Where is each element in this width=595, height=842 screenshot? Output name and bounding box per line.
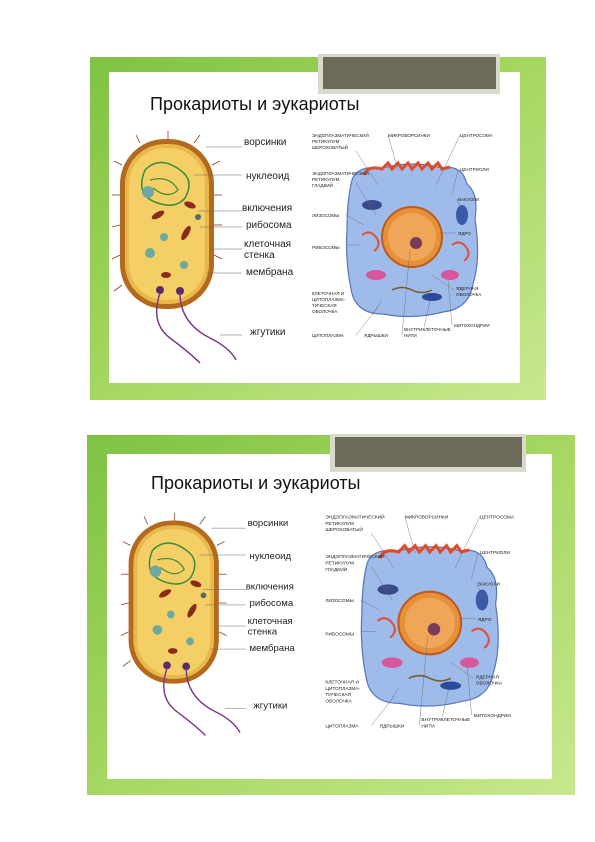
label-vacuoles: ВАКУОЛИ [478,581,501,587]
label-membrane-4: ОБОЛОЧКА [325,698,352,704]
label-centrioles: ЦЕНТРИОЛИ [460,167,489,172]
label-flagella: жгутики [253,701,287,712]
label-cell-wall-1: клеточная [244,239,291,250]
label-er-rough-1: ЭНДОПЛАЗМАТИЧЕСКИЙ [325,513,385,521]
label-microvilli: МИКРОВОРСИНКИ [388,133,430,138]
label-membrane-1: КЛЕТОЧНАЯ И [312,291,344,296]
label-nuclear-envelope-2: ОБОЛОЧКА [456,292,482,297]
label-lysosomes: ЛИЗОСОМЫ [325,598,354,604]
label-er-smooth-2: РЕТИКУЛУМ [312,177,340,182]
eukaryote-cell [345,160,479,318]
label-filaments-2: НИТИ [421,723,435,729]
prokaryote-diagram: ворсинки нуклеоид включения рибосома кле… [111,131,294,364]
label-vacuoles: ВАКУОЛИ [458,197,479,202]
label-er-rough-2: РЕТИКУЛУМ [312,139,340,144]
label-membrane-3: ТИЧЕСКАЯ [325,692,351,698]
label-membrane: мембрана [246,266,294,278]
label-membrane-2: ЦИТОПЛАЗМА- [312,297,346,302]
label-centrosome: ЦЕНТРОСОМА [460,133,494,138]
label-microvilli: МИКРОВОРСИНКИ [405,515,449,521]
label-filaments-1: ВНУТРИКЛЕТОЧНЫЕ [404,327,451,332]
label-er-rough-3: ШЕРОХОВАТЫЙ [312,143,348,150]
label-ribosomes: РИБОСОМЫ [325,632,354,638]
label-nucleus: ЯДРО [478,617,492,623]
label-ribosomes: РИБОСОМЫ [312,245,340,250]
label-mitochondria: МИТОХОНДРИИ [454,323,490,328]
label-nuclear-envelope-2: ОБОЛОЧКА [476,681,503,687]
label-cell-wall-2: стенка [244,250,275,261]
label-nuclear-envelope-1: ЯДЕРНАЯ [476,674,500,680]
page-title: Прокариоты и эукариоты [151,473,361,493]
label-er-smooth-1: ЭНДОПЛАЗМАТИЧЕСКИЙ [312,169,369,176]
slide-1: Прокариоты и эукариоты [0,0,595,420]
tab-block [335,437,522,467]
label-membrane-3: ТИЧЕСКАЯ [312,303,337,308]
label-inclusions: включения [246,582,294,593]
label-er-rough-1: ЭНДОПЛАЗМАТИЧЕСКИЙ [312,131,369,138]
label-nuclear-envelope-1: ЯДЕРНАЯ [456,286,478,291]
label-membrane-2: ЦИТОПЛАЗМА- [325,686,360,692]
label-centrosome: ЦЕНТРОСОМА [480,515,515,521]
label-nucleoli: ЯДРЫШКИ [380,723,405,729]
eukaryote-diagram: ЭНДОПЛАЗМАТИЧЕСКИЙ РЕТИКУЛУМ ШЕРОХОВАТЫЙ… [325,513,515,730]
label-flagella: жгутики [250,327,285,338]
page-title: Прокариоты и эукариоты [150,94,360,114]
eukaryote-diagram: ЭНДОПЛАЗМАТИЧЕСКИЙ РЕТИКУЛУМ ШЕРОХОВАТЫЙ… [312,131,494,338]
label-er-smooth-3: ГЛАДКИЙ [312,181,333,188]
label-er-rough-2: РЕТИКУЛУМ [325,521,354,527]
label-villi: ворсинки [248,518,289,529]
label-cell-wall-2: стенка [248,627,278,638]
slide-2: Прокариоты и эукариоты [0,420,595,842]
label-villi: ворсинки [244,137,286,148]
label-membrane-4: ОБОЛОЧКА [312,309,338,314]
label-ribosome: рибосома [246,219,292,231]
tab-block [323,57,496,89]
label-ribosome: рибосома [250,598,294,609]
label-cytoplasm: ЦИТОПЛАЗМА [325,723,359,729]
eukaryote-cell [360,543,499,707]
label-centrioles: ЦЕНТРИОЛИ [480,550,511,556]
label-cell-wall-1: клеточная [248,616,293,627]
label-er-smooth-2: РЕТИКУЛУМ [325,560,354,566]
label-er-smooth-3: ГЛАДКИЙ [325,565,347,573]
label-filaments-2: НИТИ [404,333,417,338]
label-membrane: мембрана [250,643,296,654]
label-cytoplasm: ЦИТОПЛАЗМА [312,333,345,338]
label-nucleus: ЯДРО [458,231,471,236]
label-er-rough-3: ШЕРОХОВАТЫЙ [325,525,363,533]
label-mitochondria: МИТОХОНДРИИ [474,713,512,719]
label-lysosomes: ЛИЗОСОМЫ [312,213,339,218]
prokaryote-cell [111,131,237,364]
label-nucleoli: ЯДРЫШКИ [364,333,388,338]
prokaryote-diagram: ворсинки нуклеоид включения рибосома кле… [120,512,296,736]
label-inclusions: включения [242,203,292,214]
label-er-smooth-1: ЭНДОПЛАЗМАТИЧЕСКИЙ [325,552,385,560]
label-membrane-1: КЛЕТОЧНАЯ И [325,680,359,686]
label-nucleoid: нуклеоид [246,171,290,182]
label-filaments-1: ВНУТРИКЛЕТОЧНЫЕ [421,717,470,723]
label-nucleoid: нуклеоид [250,551,292,562]
prokaryote-cell [120,512,241,736]
